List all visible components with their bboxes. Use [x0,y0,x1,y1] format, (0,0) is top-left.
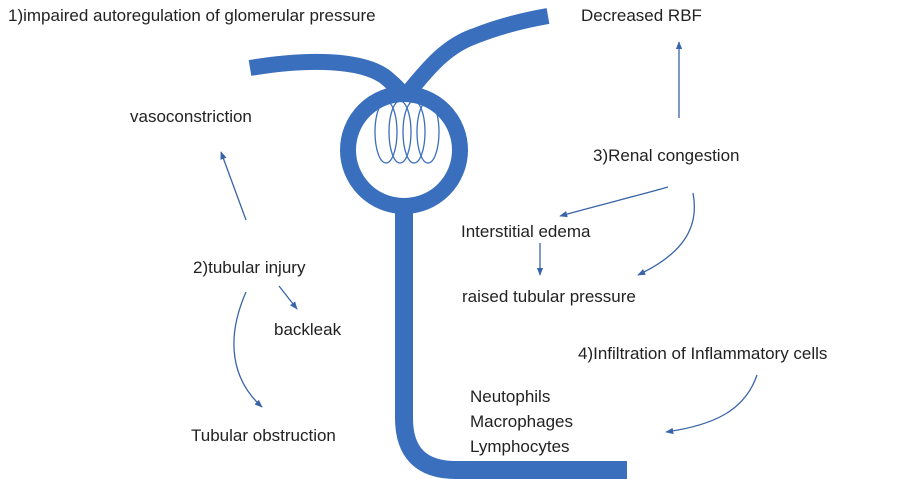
bowman-capsule [348,94,460,206]
raised-tubular-pressure-label: raised tubular pressure [462,287,636,307]
cause-1-label: 1)impaired autoregulation of glomerular … [8,6,376,26]
vasoconstriction-label: vasoconstriction [130,107,252,127]
arrow-to-backleak [279,286,297,309]
decreased-rbf-label: Decreased RBF [581,6,702,26]
arrow-to-tubular-obstruction [234,292,262,407]
tubular-obstruction-label: Tubular obstruction [191,426,336,446]
arrow-to-raised-tubular-pressure-from-congestion [638,193,694,275]
arrow-to-interstitial-edema [560,187,668,216]
lymphocytes-label: Lymphocytes [470,437,570,457]
arrow-to-inflammatory-cells [666,375,757,432]
glomerulus [375,101,439,163]
neutophils-label: Neutophils [470,387,550,407]
arrow-to-vasoconstriction [221,152,246,220]
interstitial-edema-label: Interstitial edema [461,222,590,242]
efferent-arteriole [405,16,548,96]
backleak-label: backleak [274,320,341,340]
cause-2-label: 2)tubular injury [193,258,305,278]
cause-3-label: 3)Renal congestion [593,146,739,166]
macrophages-label: Macrophages [470,412,573,432]
cause-4-label: 4)Infiltration of Inflammatory cells [578,344,827,364]
